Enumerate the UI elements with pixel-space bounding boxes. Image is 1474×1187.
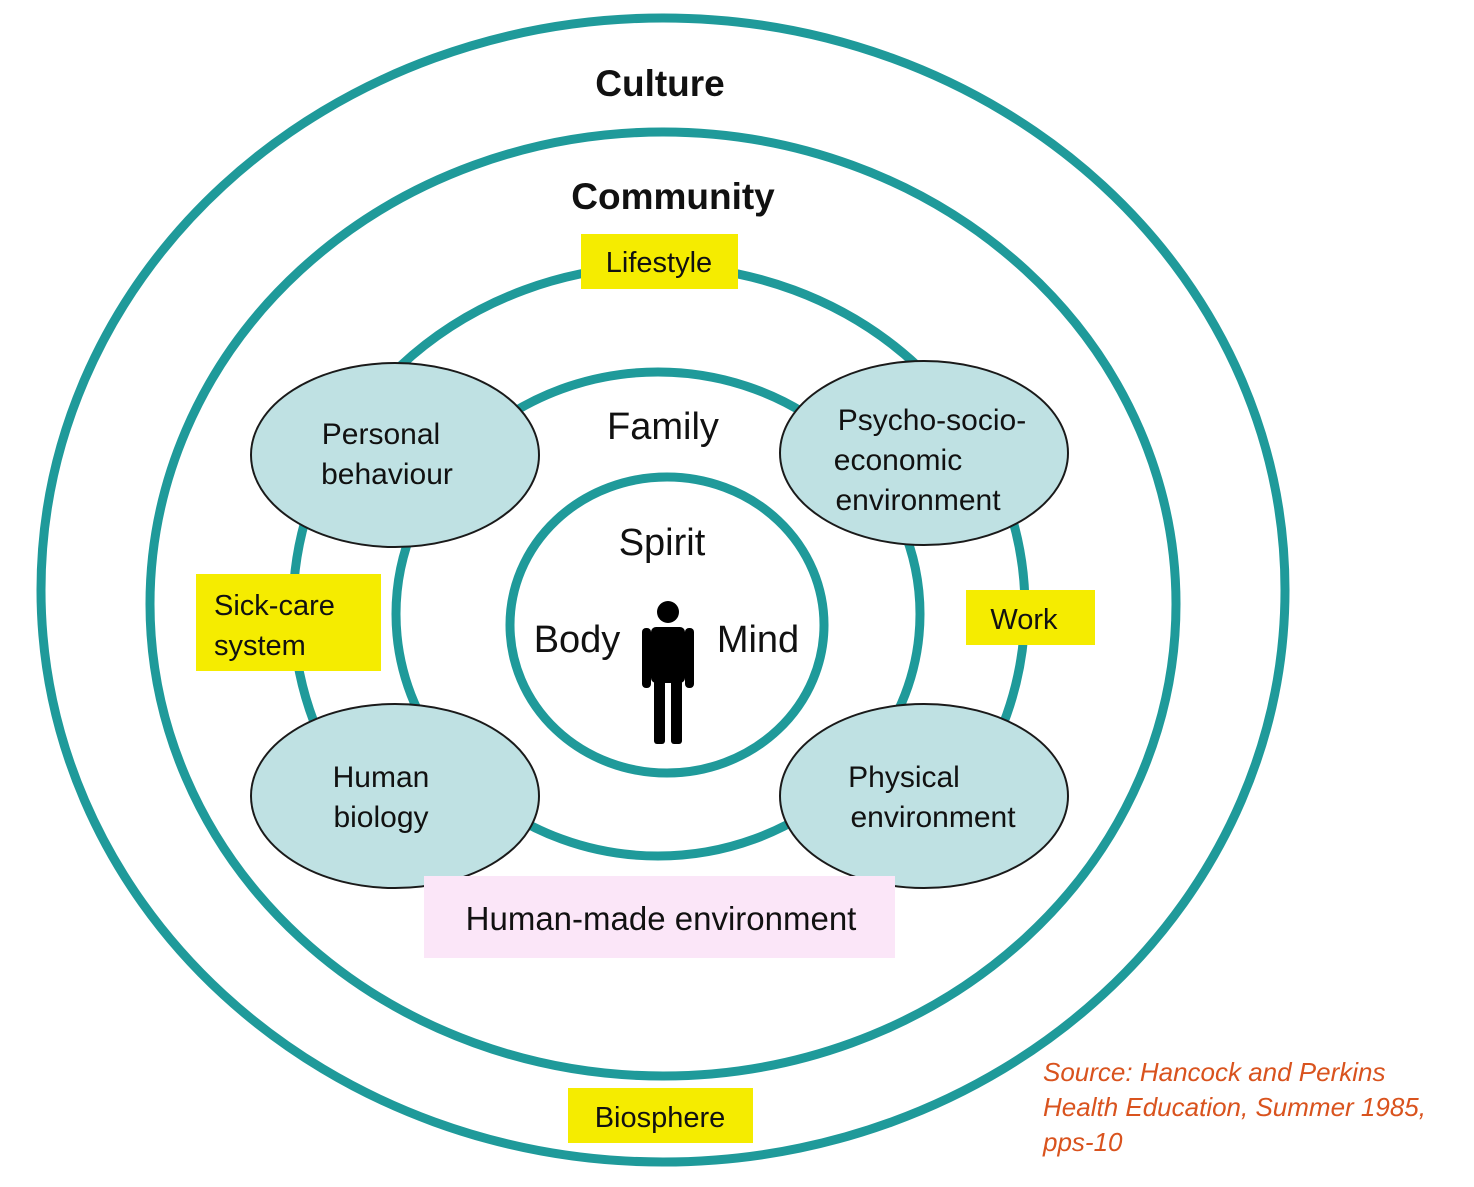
community-ring bbox=[145, 127, 1181, 1081]
sick-care-line2: system bbox=[214, 630, 306, 662]
human-biology-line2: biology bbox=[333, 801, 428, 834]
lifestyle-box: Lifestyle bbox=[581, 234, 738, 289]
family-ring bbox=[391, 367, 925, 861]
spirit-label: Spirit bbox=[619, 522, 706, 564]
person-icon bbox=[642, 601, 694, 744]
community-label: Community bbox=[571, 176, 775, 217]
culture-label: Culture bbox=[595, 63, 725, 104]
physical-environment-line1: Physical bbox=[848, 761, 960, 794]
lifestyle-label: Lifestyle bbox=[606, 247, 712, 279]
personal-behaviour-ellipse: Personal behaviour bbox=[250, 362, 540, 548]
personal-behaviour-line2: behaviour bbox=[321, 458, 453, 491]
physical-environment-line2: environment bbox=[850, 801, 1016, 834]
spirit-ring bbox=[505, 472, 829, 778]
mind-label: Mind bbox=[717, 619, 799, 661]
culture-ring bbox=[36, 13, 1290, 1167]
family-label: Family bbox=[607, 406, 719, 448]
psycho-socio-line2: economic bbox=[834, 444, 962, 477]
work-box: Work bbox=[966, 590, 1095, 645]
biosphere-label: Biosphere bbox=[595, 1102, 726, 1134]
psycho-socio-economic-ellipse: Psycho-socio- economic environment bbox=[779, 360, 1069, 546]
human-made-environment-box: Human-made environment bbox=[424, 876, 895, 958]
body-label: Body bbox=[534, 619, 621, 661]
physical-environment-ellipse: Physical environment bbox=[779, 703, 1069, 889]
human-made-environment-label: Human-made environment bbox=[466, 900, 857, 937]
work-label: Work bbox=[990, 604, 1058, 636]
human-biology-ellipse: Human biology bbox=[250, 703, 540, 889]
sick-care-line1: Sick-care bbox=[214, 590, 335, 622]
sick-care-system-box: Sick-care system bbox=[196, 574, 381, 671]
source-line3: pps-10 bbox=[1043, 1127, 1123, 1157]
source-line2: Health Education, Summer 1985, bbox=[1043, 1092, 1426, 1122]
personal-behaviour-line1: Personal bbox=[322, 418, 440, 451]
biosphere-box: Biosphere bbox=[568, 1088, 753, 1143]
source-citation: Source: Hancock and Perkins Health Educa… bbox=[1043, 1055, 1468, 1160]
psycho-socio-line3: environment bbox=[835, 484, 1001, 517]
psycho-socio-line1: Psycho-socio- bbox=[838, 404, 1026, 437]
human-biology-line1: Human bbox=[333, 761, 430, 794]
source-line1: Source: Hancock and Perkins bbox=[1043, 1057, 1386, 1087]
